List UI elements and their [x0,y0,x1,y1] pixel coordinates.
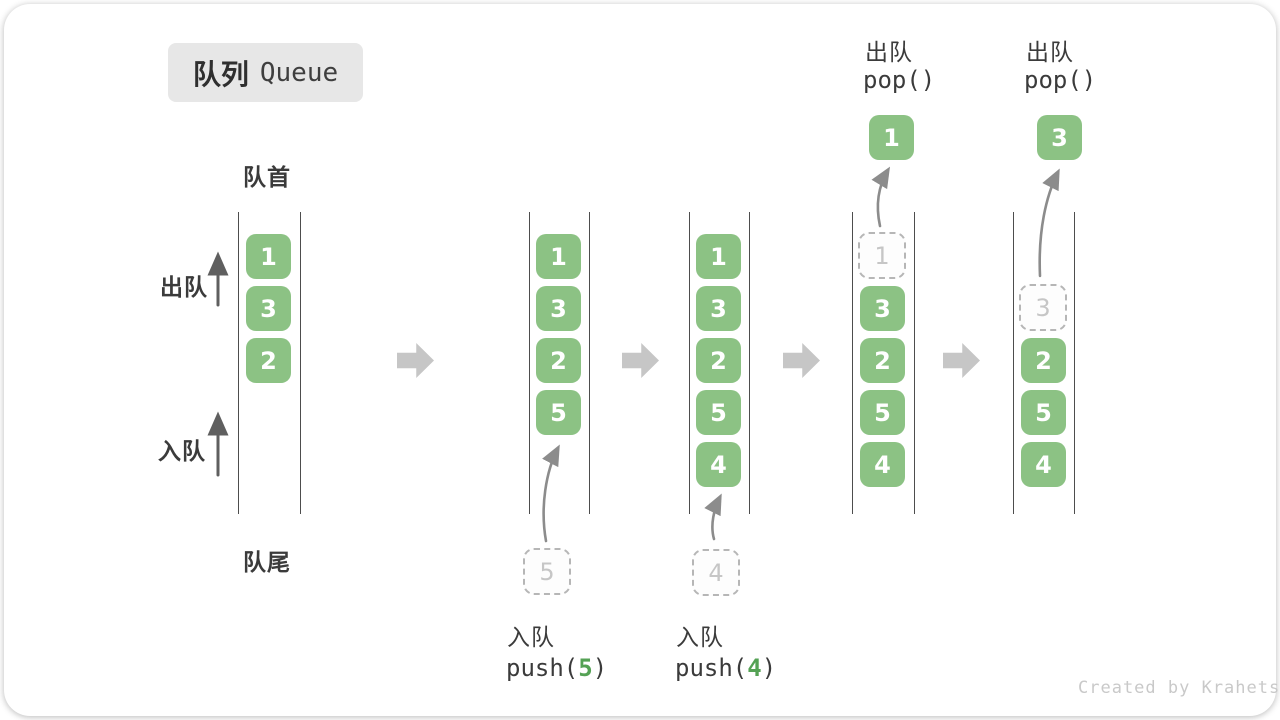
queue-cell-removed: 3 [1019,284,1067,331]
next-step-arrow-icon [622,343,659,378]
incoming-cell: 5 [523,548,571,595]
incoming-cell: 4 [692,549,740,596]
diagram-card: 队列 Queue 队首 队尾 出队 入队 1 3 2 1 3 2 5 1 3 2… [4,4,1280,716]
popped-cell: 3 [1037,115,1082,160]
queue-cell-removed: 1 [858,232,906,279]
push-fn: push( [675,654,748,682]
queue-cell: 1 [696,234,741,279]
queue-cell: 4 [1021,442,1066,487]
queue-cell: 3 [536,286,581,331]
queue-cell: 5 [860,390,905,435]
queue-cell: 2 [536,338,581,383]
queue-cell: 5 [1021,390,1066,435]
next-step-arrow-icon [943,343,980,378]
pop-op-label: 出队 [1026,39,1074,65]
queue-cell: 3 [246,286,291,331]
push-fn: push( [506,654,579,682]
pop-op-code: pop() [863,66,936,94]
next-step-arrow-icon [783,343,820,378]
next-step-arrow-icon [397,343,434,378]
push-close: ) [592,654,608,682]
queue-cell: 1 [246,234,291,279]
queue-cell: 4 [860,442,905,487]
push-arg: 5 [578,654,593,682]
push-op-label: 入队 [676,624,724,650]
queue-cell: 5 [536,390,581,435]
push-close: ) [761,654,777,682]
queue-cell: 3 [860,286,905,331]
queue-cell: 4 [696,442,741,487]
label-queue-front: 队首 [243,164,291,190]
queue-cell: 2 [1021,338,1066,383]
title-zh: 队列 [192,58,249,90]
queue-cell: 2 [246,338,291,383]
queue-cell: 2 [860,338,905,383]
queue-cell: 5 [696,390,741,435]
queue-cell: 2 [696,338,741,383]
title-badge: 队列 Queue [168,43,363,102]
queue-channel-5 [1013,212,1075,514]
queue-channel-4 [852,212,915,514]
title-en: Queue [259,57,339,88]
pop-op-code: pop() [1024,66,1097,94]
queue-cell: 1 [536,234,581,279]
watermark: Created by Krahets [1078,678,1280,698]
push-arg: 4 [747,654,762,682]
push-op-label: 入队 [507,624,555,650]
queue-cell: 3 [696,286,741,331]
label-dequeue: 出队 [160,274,208,300]
pop-op-label: 出队 [865,39,913,65]
queue-channel-1 [238,212,301,514]
label-enqueue: 入队 [158,438,206,464]
queue-channel-2 [529,212,590,514]
queue-channel-3 [689,212,750,514]
popped-cell: 1 [869,115,914,160]
push-op-code: push(5) [506,654,607,682]
label-queue-rear: 队尾 [243,549,291,575]
push-op-code: push(4) [675,654,776,682]
